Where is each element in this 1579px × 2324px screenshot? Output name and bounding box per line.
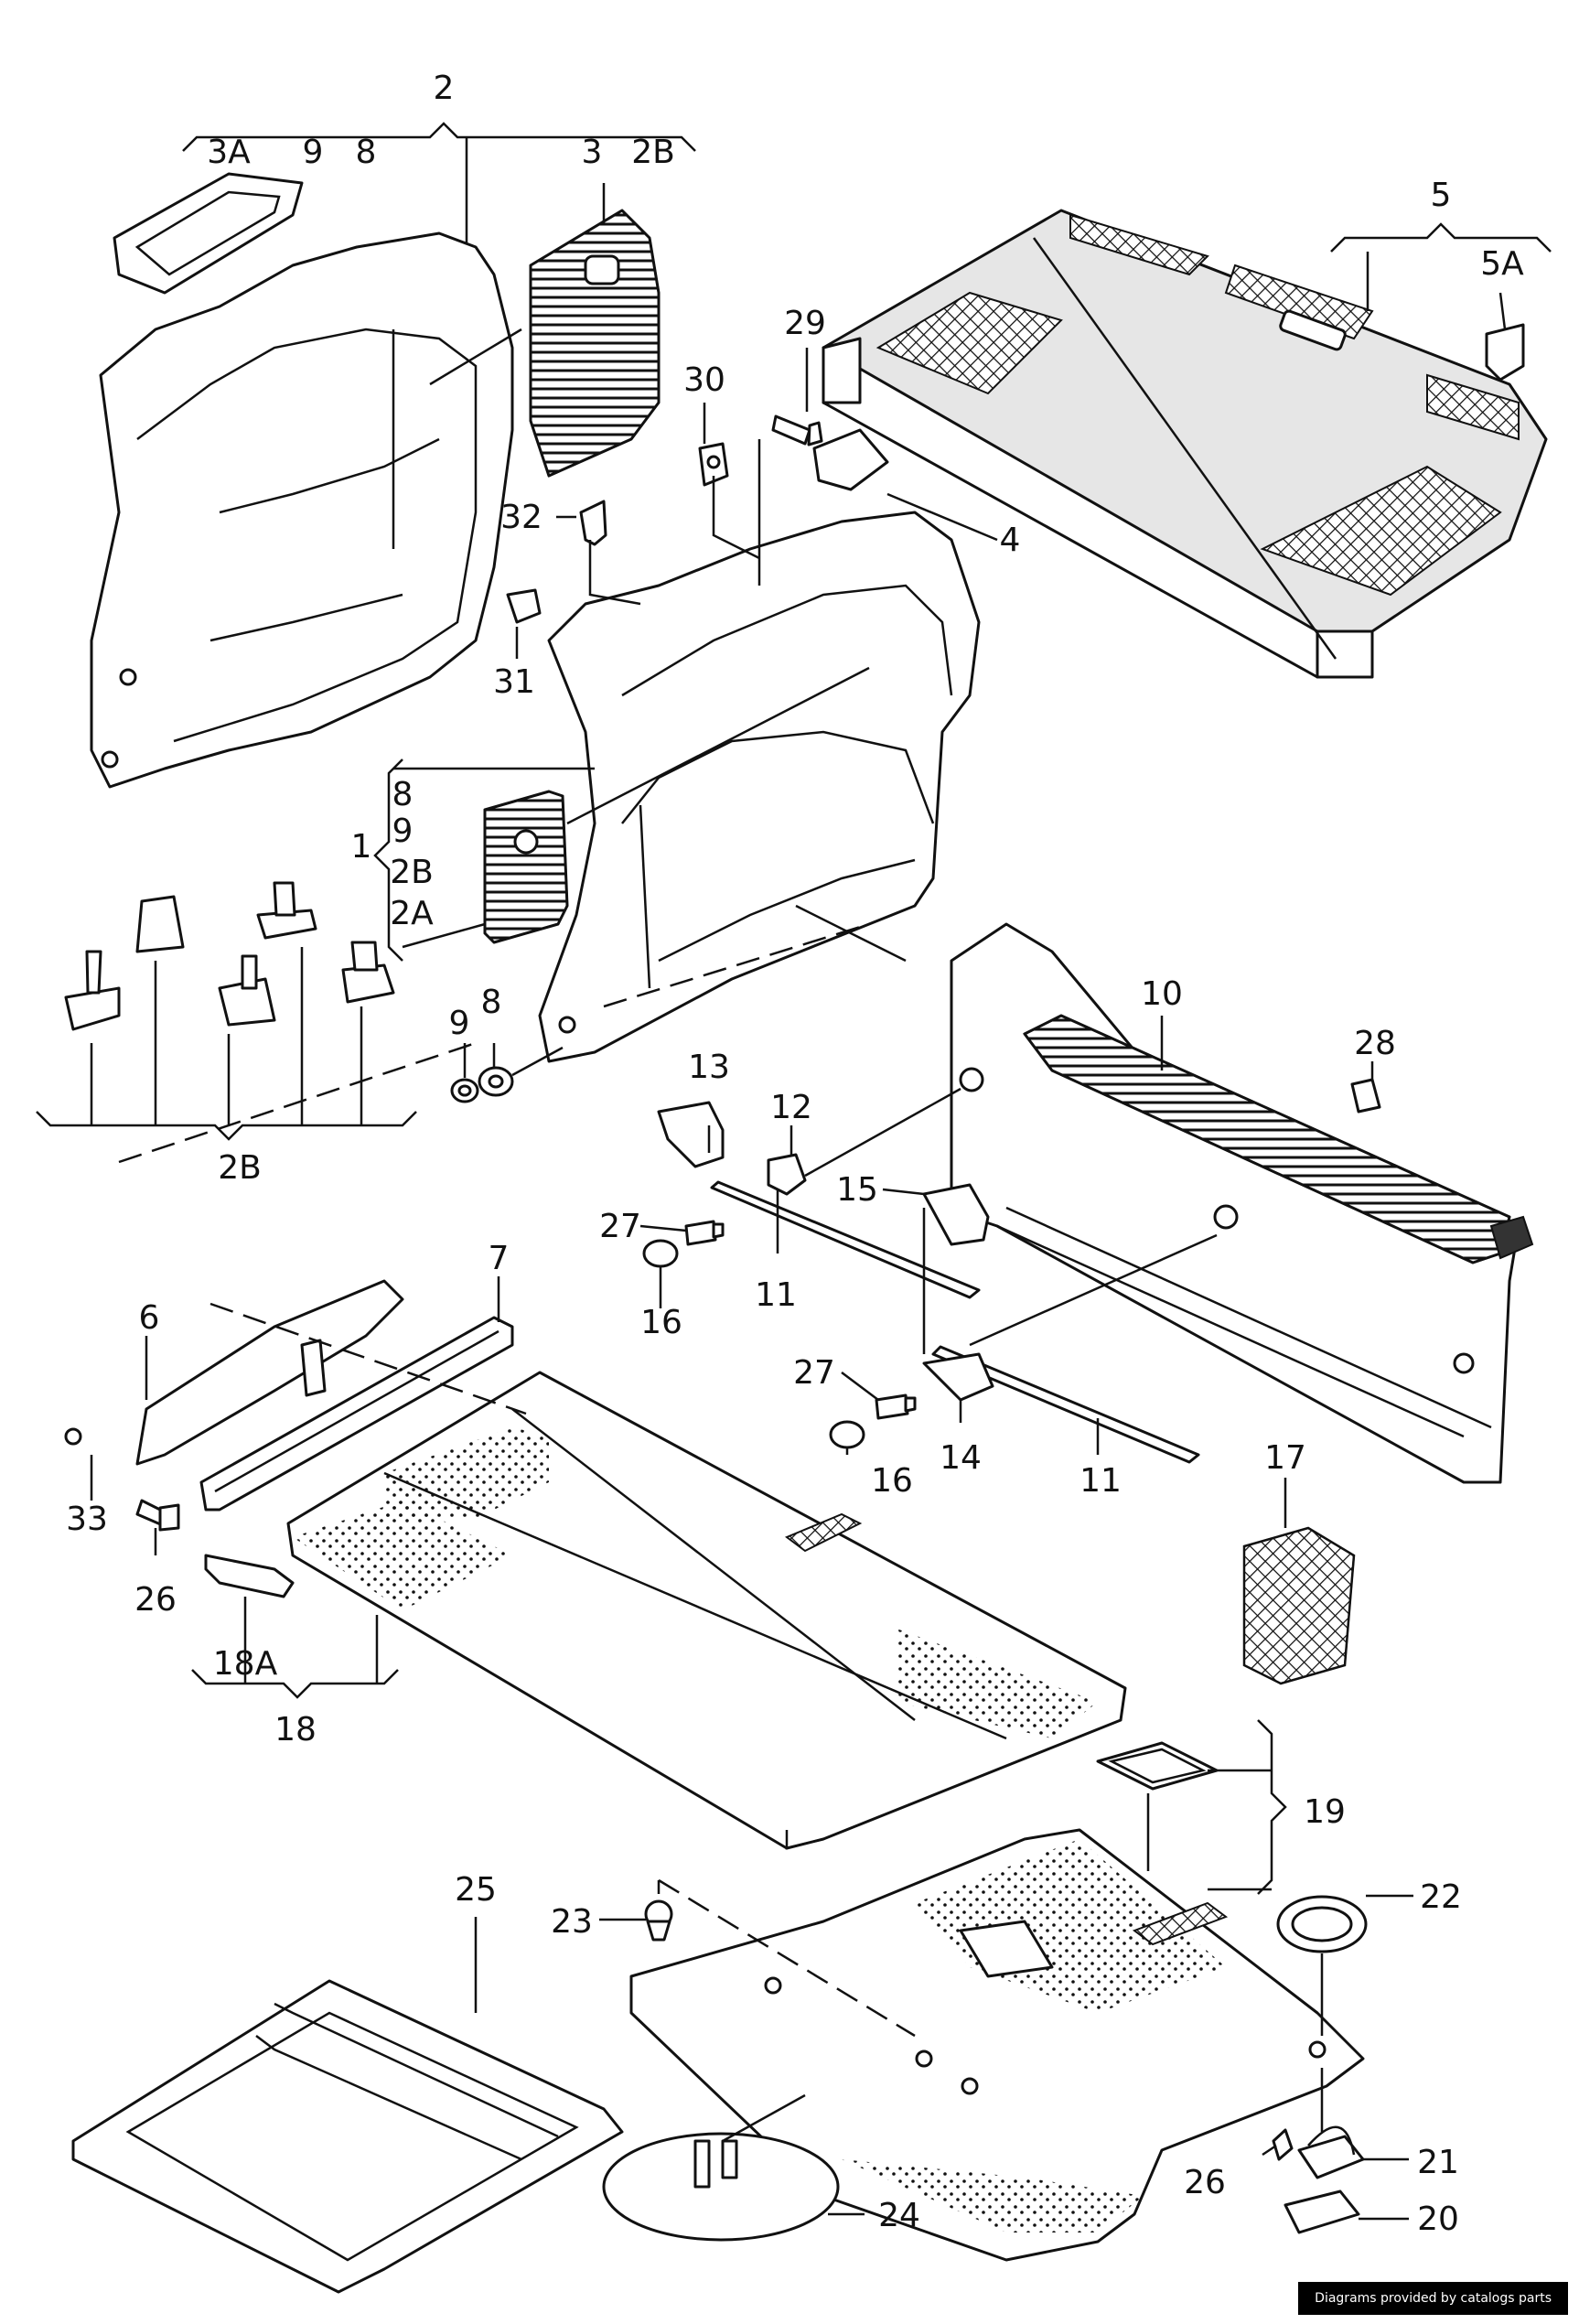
- label-19: 19: [1304, 1793, 1346, 1831]
- part-22-grommet: [1276, 1895, 1368, 1953]
- label-7: 7: [489, 1240, 510, 1277]
- label-5a: 5A: [1480, 245, 1524, 283]
- part-20-tie-down-plate: [1284, 2190, 1360, 2234]
- part-14-bracket: [922, 1352, 994, 1402]
- label-18: 18: [274, 1711, 317, 1748]
- part-5a-bracket: [1485, 323, 1525, 382]
- part-16-cap-a: [642, 1239, 679, 1268]
- label-25: 25: [455, 1871, 497, 1909]
- label-30: 30: [683, 361, 725, 399]
- label-31: 31: [493, 663, 535, 701]
- label-24: 24: [878, 2197, 920, 2234]
- part-12-bracket: [767, 1153, 807, 1196]
- label-11-b: 11: [1080, 1462, 1122, 1500]
- label-9-bottom: 9: [449, 1005, 470, 1042]
- part-13-bracket: [657, 1101, 725, 1168]
- callout-labels: 2 3A 9 8 3 2B 5 5A 29 30 32 4 31 1 8 9 2…: [66, 70, 1524, 2238]
- label-6: 6: [139, 1299, 160, 1337]
- part-18-floor-board: [286, 1371, 1127, 1850]
- label-17: 17: [1264, 1439, 1306, 1477]
- part-27-screw-a: [684, 1220, 725, 1246]
- label-1-9: 9: [392, 812, 414, 850]
- label-23: 23: [551, 1903, 593, 1941]
- part-19-pad: [1096, 1741, 1219, 1791]
- label-26-a: 26: [134, 1581, 177, 1619]
- label-1-8: 8: [392, 776, 414, 813]
- part-6-bracket: [64, 1279, 404, 1466]
- part-11-rail-lower: [931, 1345, 1200, 1464]
- label-2: 2: [434, 70, 455, 107]
- label-28: 28: [1354, 1025, 1396, 1062]
- part-18a-clip: [204, 1554, 295, 1598]
- label-3a: 3A: [207, 134, 251, 171]
- label-8-bottom: 8: [481, 984, 502, 1021]
- part-28-clip: [1350, 1078, 1381, 1114]
- label-29: 29: [784, 305, 826, 342]
- label-27-a: 27: [599, 1208, 641, 1245]
- part-27-screw-b: [875, 1393, 917, 1420]
- label-13: 13: [688, 1049, 730, 1086]
- part-21-tie-down-ring: [1297, 2125, 1365, 2179]
- label-14: 14: [940, 1439, 982, 1477]
- label-1-2a: 2A: [390, 895, 434, 932]
- label-18a: 18A: [213, 1645, 278, 1683]
- label-8-top: 8: [356, 134, 377, 171]
- part-26-bolt-b: [1272, 2128, 1294, 2161]
- credit-badge: Diagrams provided by catalogs parts: [1298, 2282, 1568, 2315]
- part-25-tray: [71, 1979, 624, 2294]
- part-26-bolt-a: [135, 1499, 180, 1532]
- part-3a-tray: [113, 172, 304, 295]
- part-30-clip: [698, 442, 729, 487]
- label-26-b: 26: [1184, 2164, 1226, 2201]
- part-8-washer: [478, 1066, 514, 1097]
- part-7-strip: [199, 1316, 514, 1512]
- label-22: 22: [1420, 1878, 1462, 1916]
- part-15-bracket: [922, 1183, 990, 1246]
- label-2b-top: 2B: [631, 134, 675, 171]
- part-17-block: [1242, 1526, 1356, 1685]
- luggage-cover: [822, 209, 1548, 679]
- part-19-floor-carpet: [629, 1828, 1365, 2262]
- label-27-b: 27: [793, 1354, 835, 1392]
- label-11-a: 11: [755, 1276, 797, 1314]
- label-33: 33: [66, 1501, 108, 1538]
- label-15: 15: [836, 1171, 878, 1209]
- part-9-washer: [450, 1078, 479, 1103]
- label-10: 10: [1141, 975, 1183, 1013]
- label-3: 3: [582, 134, 603, 171]
- label-5: 5: [1431, 177, 1452, 214]
- part-31-clip: [506, 588, 542, 624]
- label-2b-bottom: 2B: [218, 1149, 262, 1187]
- label-9-top: 9: [303, 134, 324, 171]
- label-1-2b: 2B: [390, 854, 434, 891]
- part-2a-cover: [483, 790, 569, 944]
- side-trim-panel-left: [90, 231, 514, 789]
- label-32: 32: [500, 499, 542, 536]
- part-29-bolt: [771, 414, 823, 447]
- label-12: 12: [770, 1089, 812, 1126]
- leader-lines: [36, 122, 1552, 2221]
- label-20: 20: [1417, 2200, 1459, 2238]
- label-21: 21: [1417, 2144, 1459, 2181]
- label-16-a: 16: [640, 1304, 682, 1341]
- label-16-b: 16: [871, 1462, 913, 1500]
- part-3-grille-cover: [529, 209, 661, 478]
- part-32-clip: [579, 500, 607, 546]
- part-29-clip: [812, 428, 889, 491]
- side-trim-panel-right: [538, 511, 981, 1063]
- label-4: 4: [1000, 522, 1021, 559]
- part-23-plug: [644, 1899, 673, 1942]
- part-24-disc: [602, 2132, 840, 2242]
- part-2b-clips: [64, 881, 395, 1031]
- part-16-cap-b: [829, 1420, 865, 1449]
- label-1: 1: [351, 828, 372, 866]
